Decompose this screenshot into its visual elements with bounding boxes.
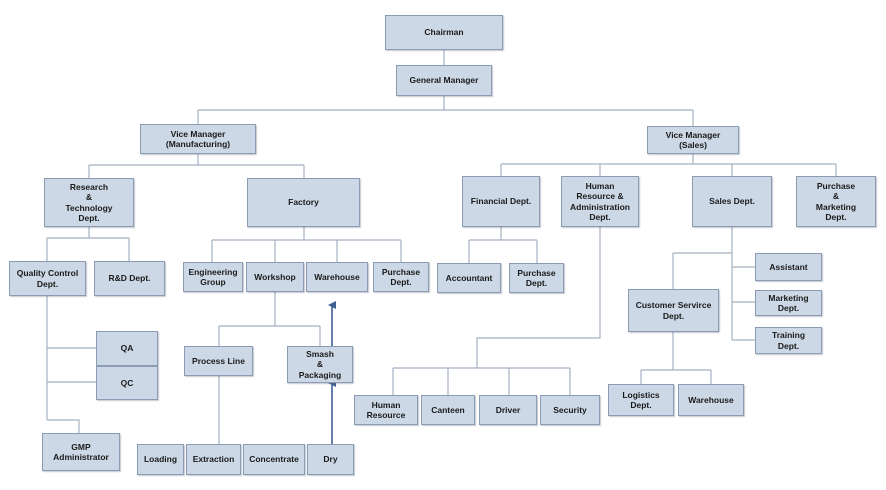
node-process-line: Process Line (184, 346, 253, 376)
node-logistics-dept: Logistics Dept. (608, 384, 674, 416)
node-financial-dept: Financial Dept. (462, 176, 540, 227)
node-vice-manager-sales: Vice Manager (Sales) (647, 126, 739, 154)
node-concentrate: Concentrate (243, 444, 305, 475)
node-research-technology-dept: Research & Technology Dept. (44, 178, 134, 227)
node-gmp-administrator: GMP Administrator (42, 433, 120, 471)
node-qc: QC (96, 366, 158, 400)
node-quality-control-dept: Quality Control Dept. (9, 261, 86, 296)
node-training-dept: Training Dept. (755, 327, 822, 354)
node-warehouse-sales: Warehouse (678, 384, 744, 416)
node-general-manager: General Manager (396, 65, 492, 96)
node-loading: Loading (137, 444, 184, 475)
node-rd-dept: R&D Dept. (94, 261, 165, 296)
node-factory: Factory (247, 178, 360, 227)
node-chairman: Chairman (385, 15, 503, 50)
node-human-resource: Human Resource (354, 395, 418, 425)
node-extraction: Extraction (186, 444, 241, 475)
node-accountant: Accountant (437, 263, 501, 293)
node-warehouse-factory: Warehouse (306, 262, 368, 292)
node-engineering-group: Engineering Group (183, 262, 243, 292)
node-customer-service-dept: Customer Servirce Dept. (628, 289, 719, 332)
node-driver: Driver (479, 395, 537, 425)
node-security: Security (540, 395, 600, 425)
node-purchase-dept-factory: Purchase Dept. (373, 262, 429, 292)
node-hr-administration-dept: Human Resource & Administration Dept. (561, 176, 639, 227)
node-marketing-dept: Marketing Dept. (755, 290, 822, 316)
node-canteen: Canteen (421, 395, 475, 425)
node-dry: Dry (307, 444, 354, 475)
node-smash-packaging: Smash & Packaging (287, 346, 353, 383)
node-sales-dept: Sales Dept. (692, 176, 772, 227)
node-purchase-marketing-dept: Purchase & Marketing Dept. (796, 176, 876, 227)
node-qa: QA (96, 331, 158, 366)
node-vice-manager-manufacturing: Vice Manager (Manufacturing) (140, 124, 256, 154)
node-assistant: Assistant (755, 253, 822, 281)
node-workshop: Workshop (246, 262, 304, 292)
node-purchase-dept-financial: Purchase Dept. (509, 263, 564, 293)
